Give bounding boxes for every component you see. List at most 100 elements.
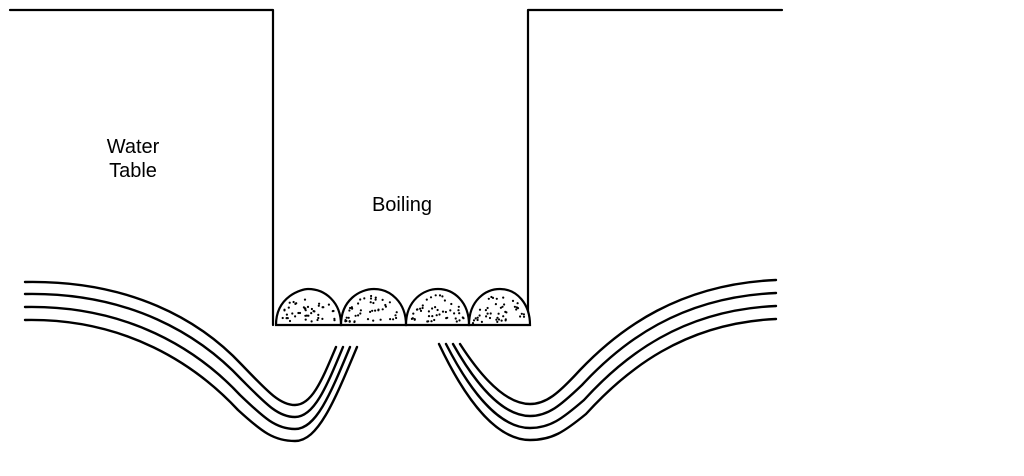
sand-dot xyxy=(497,312,500,315)
sand-dot xyxy=(441,310,445,313)
sand-dot xyxy=(372,301,375,305)
sand-dot xyxy=(359,309,362,312)
sand-dot xyxy=(307,314,310,317)
sand-dot xyxy=(490,295,493,299)
sand-dot xyxy=(458,312,461,315)
sand-dot xyxy=(430,320,433,323)
sand-dot xyxy=(283,308,286,311)
sand-dot xyxy=(505,311,508,314)
sand-dot xyxy=(516,307,520,310)
sand-dot xyxy=(494,303,497,306)
sand-dot xyxy=(472,319,476,322)
sand-dot xyxy=(310,307,313,311)
sand-dot xyxy=(363,297,366,300)
sand-dot xyxy=(491,296,495,299)
sand-dot xyxy=(446,316,449,319)
sand-dot xyxy=(384,305,387,308)
sand-dot xyxy=(374,298,377,301)
sand-dot xyxy=(379,318,382,321)
sand-dot xyxy=(288,301,291,304)
sand-dot xyxy=(377,308,380,311)
sand-dot xyxy=(425,298,428,301)
sand-dot xyxy=(392,318,395,321)
sand-dot xyxy=(292,300,295,304)
sand-dot xyxy=(511,299,515,302)
sand-dot xyxy=(504,319,507,322)
sand-dot xyxy=(305,314,308,317)
sand-dot xyxy=(331,310,334,313)
sand-dot xyxy=(321,306,324,309)
sand-dot xyxy=(436,308,439,312)
sand-dot xyxy=(431,315,434,318)
sand-dot xyxy=(369,301,372,304)
sand-dot xyxy=(294,315,297,318)
sand-dot xyxy=(388,301,391,304)
sand-dot xyxy=(327,303,330,306)
sand-dot xyxy=(486,312,489,315)
sand-dot xyxy=(438,294,442,297)
flow-line xyxy=(444,304,778,430)
sand-dot xyxy=(455,320,458,323)
sand-dot xyxy=(513,305,517,308)
flow-line xyxy=(451,291,778,418)
sand-dot xyxy=(438,313,441,316)
sand-dot xyxy=(450,302,453,306)
sand-dot xyxy=(317,313,320,316)
sand-stipple xyxy=(281,294,526,325)
sand-dot xyxy=(497,318,501,321)
flow-line xyxy=(437,317,778,442)
sand-dot xyxy=(522,313,526,316)
sand-dot xyxy=(503,303,506,306)
sand-dot xyxy=(471,322,475,325)
sand-dot xyxy=(419,307,422,310)
flow-line xyxy=(458,278,778,406)
sand-dot xyxy=(321,317,324,320)
sand-dot xyxy=(304,309,307,312)
sand-dot xyxy=(369,297,373,300)
sand-dot xyxy=(287,306,290,309)
sand-dot xyxy=(435,314,438,317)
sand-dot xyxy=(310,312,313,315)
sand-dot xyxy=(516,302,519,305)
sand-dot xyxy=(419,309,423,312)
sand-dot xyxy=(313,310,316,313)
sand-dot xyxy=(288,319,292,323)
sand-dot xyxy=(318,302,321,305)
sand-dot xyxy=(333,317,336,320)
sand-dot xyxy=(344,319,347,322)
sand-dot xyxy=(413,318,416,321)
sand-dot xyxy=(427,320,430,323)
sand-dot xyxy=(349,306,352,310)
sand-dot xyxy=(317,316,320,320)
sand-dot xyxy=(370,294,373,298)
sand-dot xyxy=(374,296,377,299)
sand-dot xyxy=(486,306,489,310)
sand-dot xyxy=(395,316,398,320)
sand-dot xyxy=(427,310,430,313)
sand-dot xyxy=(359,298,362,301)
sand-dot xyxy=(519,315,522,318)
ground-surface-right xyxy=(526,8,784,327)
sand-dot xyxy=(489,312,492,315)
sand-dot xyxy=(502,315,505,318)
sand-dot xyxy=(434,294,437,297)
water-table-label-line-1: Water xyxy=(107,136,160,158)
sand-dot xyxy=(316,318,319,322)
sand-dot xyxy=(487,297,490,300)
sand-dot xyxy=(522,315,526,318)
sand-dot xyxy=(461,316,464,319)
boiling-label: Boiling xyxy=(372,194,432,216)
sand-dot xyxy=(453,312,456,315)
sand-dot xyxy=(353,320,356,324)
sand-dot xyxy=(347,316,350,319)
sand-dot xyxy=(496,320,499,323)
sand-dot xyxy=(359,312,362,315)
sand-dot xyxy=(294,302,297,305)
water-table-label-line-2: Table xyxy=(109,160,157,182)
ground-surface-left xyxy=(8,8,275,327)
sand-dot xyxy=(410,317,413,320)
sand-dot xyxy=(291,312,294,315)
sand-dot xyxy=(434,306,437,309)
sand-dot xyxy=(515,308,518,311)
